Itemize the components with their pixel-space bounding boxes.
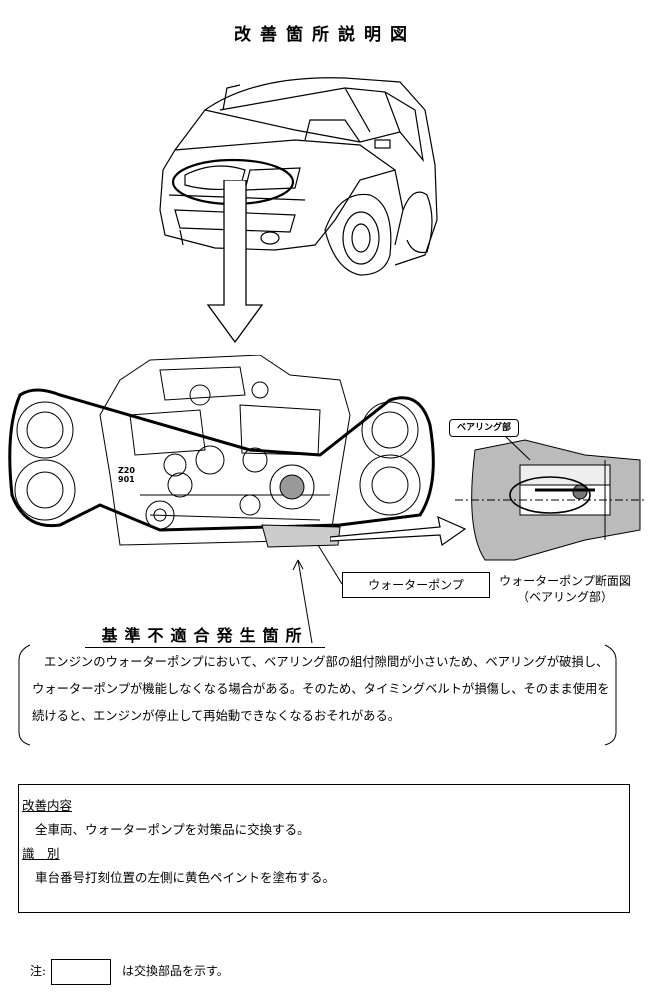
cross-section-caption: ウォーターポンプ断面図 （ベアリング部）	[480, 573, 650, 605]
svg-text:Z20: Z20	[118, 466, 135, 475]
engine-illustration: Z20 901	[8, 355, 435, 548]
note-prefix: 注:	[30, 964, 47, 978]
remedy-content-heading: 改善内容	[22, 798, 73, 813]
cross-section-caption-line2: （ベアリング部）	[516, 590, 613, 604]
bearing-tag: ベアリング部	[449, 419, 519, 437]
right-arrow-icon	[330, 515, 467, 547]
defect-description: エンジンのウォーターポンプにおいて、ベアリング部の組付隙間が小さいため、ベアリン…	[32, 655, 610, 723]
down-arrow-icon	[206, 180, 264, 344]
remedy-box: 改善内容 全車両、ウォーターポンプを対策品に交換する。 識 別 車台番号打刻位置…	[18, 784, 630, 913]
remedy-content-text: 全車両、ウォーターポンプを対策品に交換する。	[35, 822, 310, 837]
note-text: は交換部品を示す。	[122, 964, 229, 978]
svg-text:901: 901	[118, 475, 135, 484]
water-pump-label: ウォーターポンプ	[342, 572, 490, 598]
page-title: 改善箇所説明図	[234, 25, 416, 45]
identification-heading: 識 別	[22, 846, 60, 861]
bearing-cross-section	[455, 439, 645, 561]
identification-text: 車台番号打刻位置の左側に黄色ペイントを塗布する。	[35, 870, 336, 885]
cross-section-caption-line1: ウォーターポンプ断面図	[499, 574, 631, 588]
note-legend-box	[51, 959, 111, 985]
defect-heading: 基準不適合発生箇所	[85, 622, 325, 648]
